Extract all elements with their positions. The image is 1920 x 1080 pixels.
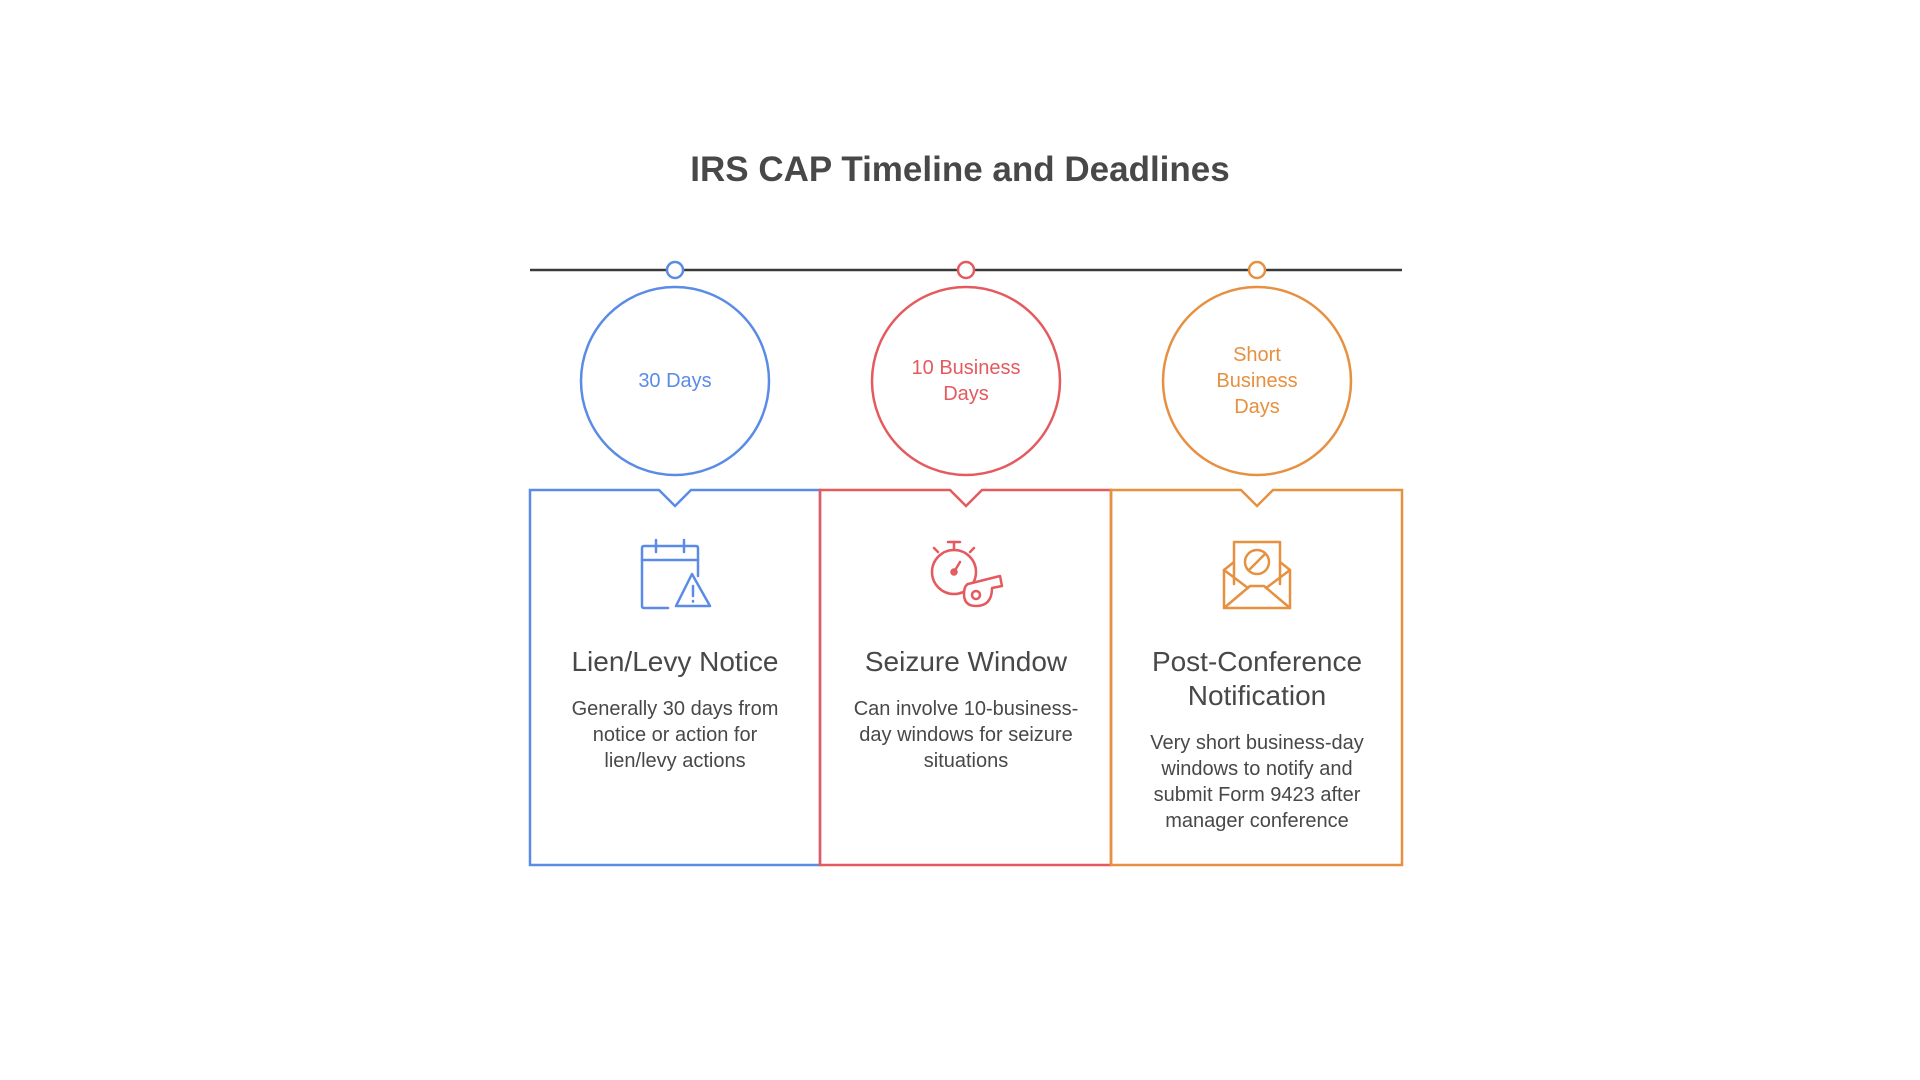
- duration-label-3: Short Business Days: [1216, 344, 1298, 418]
- duration-label-2: 10 Business Days: [911, 357, 1021, 405]
- card-box-2: [818, 488, 1113, 867]
- stopwatch-whistle-icon: [930, 540, 1004, 608]
- timeline-marker-3: [1247, 260, 1267, 280]
- card-box-1: [528, 488, 822, 867]
- duration-circle-3: [1161, 285, 1353, 477]
- card-description-1: Generally 30 days from notice or action …: [571, 698, 779, 772]
- stage-1: [528, 260, 822, 867]
- duration-circle-2: [870, 285, 1062, 477]
- card-description-3: Very short business-day windows to notif…: [1150, 732, 1364, 832]
- timeline-marker-2: [956, 260, 976, 280]
- card-description-2: Can involve 10-business-day windows for …: [853, 698, 1079, 772]
- envelope-blocked-icon: [1222, 540, 1292, 610]
- card-title-3: Post-Conference Notification: [1151, 646, 1363, 711]
- card-box-3: [1109, 488, 1404, 867]
- card-title-1: Lien/Levy Notice: [571, 646, 779, 677]
- page-title: IRS CAP Timeline and Deadlines: [690, 150, 1230, 189]
- duration-label-1: 30 Days: [638, 370, 712, 392]
- stage-2: [818, 260, 1113, 867]
- stage-3: [1109, 260, 1404, 867]
- calendar-warning-icon: [640, 538, 712, 610]
- duration-circle-1: [579, 285, 771, 477]
- timeline-marker-1: [665, 260, 685, 280]
- card-title-2: Seizure Window: [864, 646, 1068, 677]
